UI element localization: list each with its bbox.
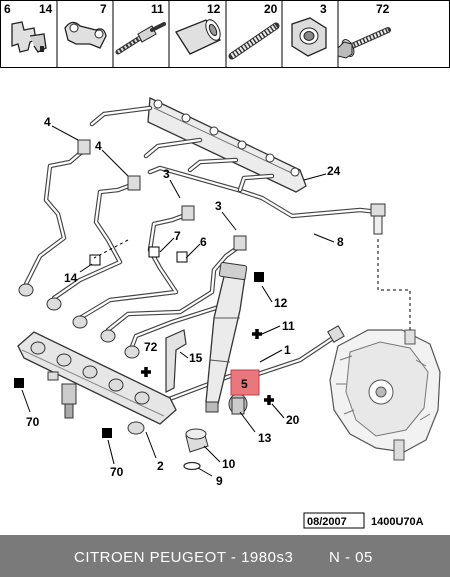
marker-70a-square bbox=[14, 378, 24, 388]
marker-11-cross bbox=[252, 329, 262, 339]
footer-title: CITROEN PEUGEOT - 1980s3 bbox=[74, 549, 293, 566]
header-cell-threaded-stud[interactable]: 20 bbox=[228, 2, 280, 60]
header-cell-stud[interactable]: 11 bbox=[115, 2, 166, 55]
reference-markers bbox=[14, 246, 274, 438]
leak-off-gallery[interactable] bbox=[147, 97, 307, 193]
pipe-clamp-icon bbox=[64, 21, 107, 49]
header-cell-clamp[interactable]: 7 bbox=[64, 2, 107, 49]
marker-70b-square bbox=[102, 428, 112, 438]
callout-14: 14 bbox=[64, 271, 78, 285]
pipe-fittings bbox=[18, 139, 247, 359]
return-branches[interactable] bbox=[89, 105, 275, 193]
copper-washer[interactable] bbox=[185, 428, 209, 453]
marker-7-square bbox=[148, 246, 160, 258]
return-pipe[interactable] bbox=[147, 165, 386, 235]
callout-1: 1 bbox=[284, 343, 291, 357]
header-num-6: 6 bbox=[4, 2, 11, 16]
fuel-rail[interactable] bbox=[17, 331, 177, 435]
marker-20-cross bbox=[264, 395, 274, 405]
callout-2: 2 bbox=[157, 459, 164, 473]
header-num-14: 14 bbox=[39, 2, 53, 16]
reference-codes: 08/2007 1400U70A bbox=[303, 512, 424, 529]
callout-numbers: 4 4 3 3 24 8 7 6 14 12 11 1 72 15 5 20 1… bbox=[26, 115, 344, 488]
stud-bolt-icon bbox=[115, 22, 166, 55]
header-cell-clip[interactable]: 6 14 bbox=[4, 2, 53, 53]
callout-72: 72 bbox=[144, 340, 158, 354]
header-cell-sleeve[interactable]: 12 bbox=[175, 2, 223, 55]
callout-11: 11 bbox=[282, 319, 295, 333]
bracket[interactable] bbox=[165, 329, 187, 393]
header-num-7: 7 bbox=[100, 2, 107, 16]
header-num-20: 20 bbox=[264, 2, 278, 16]
callout-4a: 4 bbox=[44, 115, 51, 129]
callout-24: 24 bbox=[327, 164, 341, 178]
reference-code: 1400U70A bbox=[371, 516, 424, 528]
callout-3a: 3 bbox=[163, 167, 170, 181]
header-parts-strip: 6 14 7 11 bbox=[0, 0, 450, 68]
flange-bolt-icon bbox=[337, 27, 391, 59]
clip-bracket-icon bbox=[11, 21, 47, 53]
callout-7: 7 bbox=[174, 229, 181, 243]
callout-8: 8 bbox=[337, 235, 344, 249]
header-num-3: 3 bbox=[320, 2, 327, 16]
footer-bar: CITROEN PEUGEOT - 1980s3 N - 05 bbox=[0, 535, 450, 577]
callout-6: 6 bbox=[200, 235, 207, 249]
header-cell-nut[interactable]: 3 bbox=[291, 2, 327, 57]
sleeve-nut-icon bbox=[175, 19, 221, 55]
date-code: 08/2007 bbox=[307, 516, 347, 528]
high-pressure-pump[interactable] bbox=[329, 329, 441, 461]
header-num-72: 72 bbox=[376, 2, 390, 16]
callout-12: 12 bbox=[274, 296, 288, 310]
fuel-rail-assembly-illustration: 4 4 3 3 24 8 7 6 14 12 11 1 72 15 5 20 1… bbox=[14, 97, 441, 488]
footer-page: N - 05 bbox=[329, 549, 373, 566]
callout-4b: 4 bbox=[95, 139, 102, 153]
marker-14-square bbox=[89, 254, 101, 266]
callout-15: 15 bbox=[189, 351, 203, 365]
hex-nut-icon bbox=[291, 17, 327, 57]
header-num-12: 12 bbox=[207, 2, 221, 16]
highlight-box-5 bbox=[230, 369, 260, 396]
leader-lines bbox=[21, 125, 335, 477]
callout-20: 20 bbox=[286, 413, 300, 427]
o-ring[interactable] bbox=[183, 461, 201, 471]
threaded-stud-icon bbox=[228, 22, 280, 60]
marker-72-cross bbox=[141, 367, 151, 377]
header-cell-flange-bolt[interactable]: 72 bbox=[337, 2, 391, 59]
callout-9: 9 bbox=[216, 474, 223, 488]
high-pressure-pipes[interactable] bbox=[23, 147, 243, 355]
callout-5: 5 bbox=[241, 377, 248, 391]
header-num-11: 11 bbox=[151, 2, 164, 16]
callout-3b: 3 bbox=[215, 199, 222, 213]
callout-70b: 70 bbox=[110, 465, 124, 479]
marker-6-square bbox=[176, 251, 188, 263]
callout-70a: 70 bbox=[26, 415, 40, 429]
marker-12-square bbox=[254, 272, 264, 282]
injector-seal[interactable] bbox=[228, 393, 248, 415]
callout-13: 13 bbox=[258, 431, 272, 445]
callout-10: 10 bbox=[222, 457, 236, 471]
injector[interactable] bbox=[205, 262, 248, 413]
